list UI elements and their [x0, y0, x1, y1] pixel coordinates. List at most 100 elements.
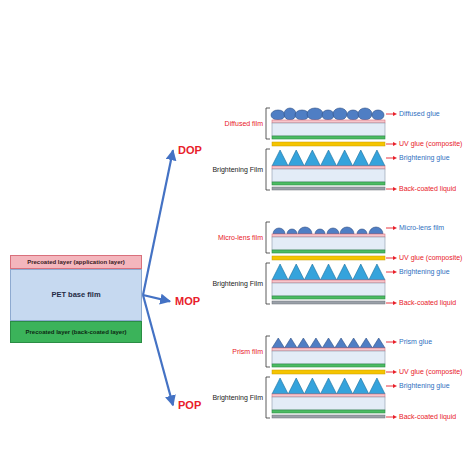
coating-layer	[272, 296, 385, 299]
product-label: DOP	[176, 143, 204, 158]
bracket	[266, 336, 270, 367]
brightening-prism	[369, 150, 385, 166]
part-label: Back-coated liquid	[399, 184, 456, 194]
prism	[360, 338, 373, 348]
part-label: UV glue (composite)	[399, 253, 462, 263]
leader-arrow	[393, 384, 397, 388]
prism	[347, 338, 360, 348]
leader-line	[386, 342, 394, 343]
part-label: Brightening Film	[212, 393, 263, 403]
brightening-prism	[353, 378, 369, 394]
brightening-prism	[272, 264, 288, 280]
coating-layer	[272, 280, 385, 283]
prism	[372, 338, 385, 348]
brightening-prism	[369, 378, 385, 394]
node-text: Precoated layer (application layer)	[27, 259, 125, 266]
brightening-prism	[288, 264, 304, 280]
brightening-prism	[272, 150, 288, 166]
back-coat-layer	[272, 301, 385, 304]
leader-line	[386, 114, 394, 115]
flow-arrow	[143, 150, 173, 295]
part-label: Micro-lens film	[218, 233, 263, 243]
diffuser-bead	[358, 108, 372, 120]
part-label: Diffused film	[225, 119, 263, 129]
coating-layer	[272, 250, 385, 253]
prism	[310, 338, 323, 348]
back-coat-layer	[272, 187, 385, 190]
diffuser-bead	[307, 108, 323, 120]
part-label: Brightening Film	[212, 279, 263, 289]
brightening-prism	[337, 150, 353, 166]
pet-layer	[272, 169, 385, 182]
brightening-prism	[320, 150, 336, 166]
diffuser-bead	[284, 108, 296, 120]
micro-lens	[340, 227, 354, 234]
coating-layer	[272, 410, 385, 413]
film-stack	[266, 336, 397, 419]
coating-layer	[272, 166, 385, 169]
part-label: UV glue (composite)	[399, 139, 462, 149]
leader-arrow	[393, 142, 397, 146]
node-text: POP	[178, 399, 201, 412]
brightening-prism	[337, 264, 353, 280]
leader-line	[386, 386, 394, 387]
pet-layer	[272, 283, 385, 296]
prism	[335, 338, 348, 348]
part-label: Brightening Film	[212, 165, 263, 175]
leader-line	[386, 417, 394, 418]
part-label: Diffused glue	[399, 109, 440, 119]
film-stack	[266, 108, 397, 191]
leader-line	[386, 158, 394, 159]
product-label: POP	[176, 398, 203, 413]
brightening-prism	[353, 264, 369, 280]
part-label: Prism film	[232, 347, 263, 357]
part-label: Brightening glue	[399, 381, 450, 391]
coating-layer	[272, 182, 385, 185]
part-label: Micro-lens film	[399, 223, 444, 233]
micro-lens	[287, 229, 297, 234]
node-text: Precoated layer (back-coated layer)	[25, 329, 126, 336]
uv-glue-layer	[272, 142, 385, 146]
part-label: Prism glue	[399, 337, 432, 347]
prism	[272, 338, 285, 348]
leader-line	[386, 303, 394, 304]
leader-line	[386, 272, 394, 273]
brightening-prism	[337, 378, 353, 394]
coating-layer	[272, 394, 385, 397]
uv-glue-layer	[272, 256, 385, 260]
leader-arrow	[393, 156, 397, 160]
prism	[285, 338, 298, 348]
bracket	[266, 263, 270, 304]
micro-lens	[273, 228, 285, 234]
part-label: UV glue (composite)	[399, 367, 462, 377]
prism	[322, 338, 335, 348]
prism	[297, 338, 310, 348]
diffuser-bead	[347, 110, 359, 120]
leader-arrow	[393, 415, 397, 419]
bracket	[266, 222, 270, 253]
node-text: DOP	[178, 144, 202, 157]
brightening-prism	[304, 264, 320, 280]
pet-layer	[272, 397, 385, 410]
coating-layer: Precoated layer (back-coated layer)	[10, 321, 142, 343]
leader-arrow	[393, 301, 397, 305]
flow-arrow	[143, 295, 170, 301]
leader-line	[386, 144, 394, 145]
node-text: PET base film	[51, 291, 100, 300]
pet-layer	[272, 123, 385, 136]
leader-arrow	[393, 370, 397, 374]
base-film-layer: PET base film	[10, 269, 142, 321]
leader-line	[386, 372, 394, 373]
film-stack	[266, 222, 397, 305]
coating-layer	[272, 234, 385, 237]
leader-arrow	[393, 226, 397, 230]
part-label: Back-coated liquid	[399, 412, 456, 422]
micro-lens	[369, 227, 383, 234]
leader-arrow	[393, 340, 397, 344]
leader-arrow	[393, 270, 397, 274]
brightening-prism	[320, 378, 336, 394]
leader-line	[386, 228, 394, 229]
part-label: Brightening glue	[399, 153, 450, 163]
brightening-prism	[369, 264, 385, 280]
